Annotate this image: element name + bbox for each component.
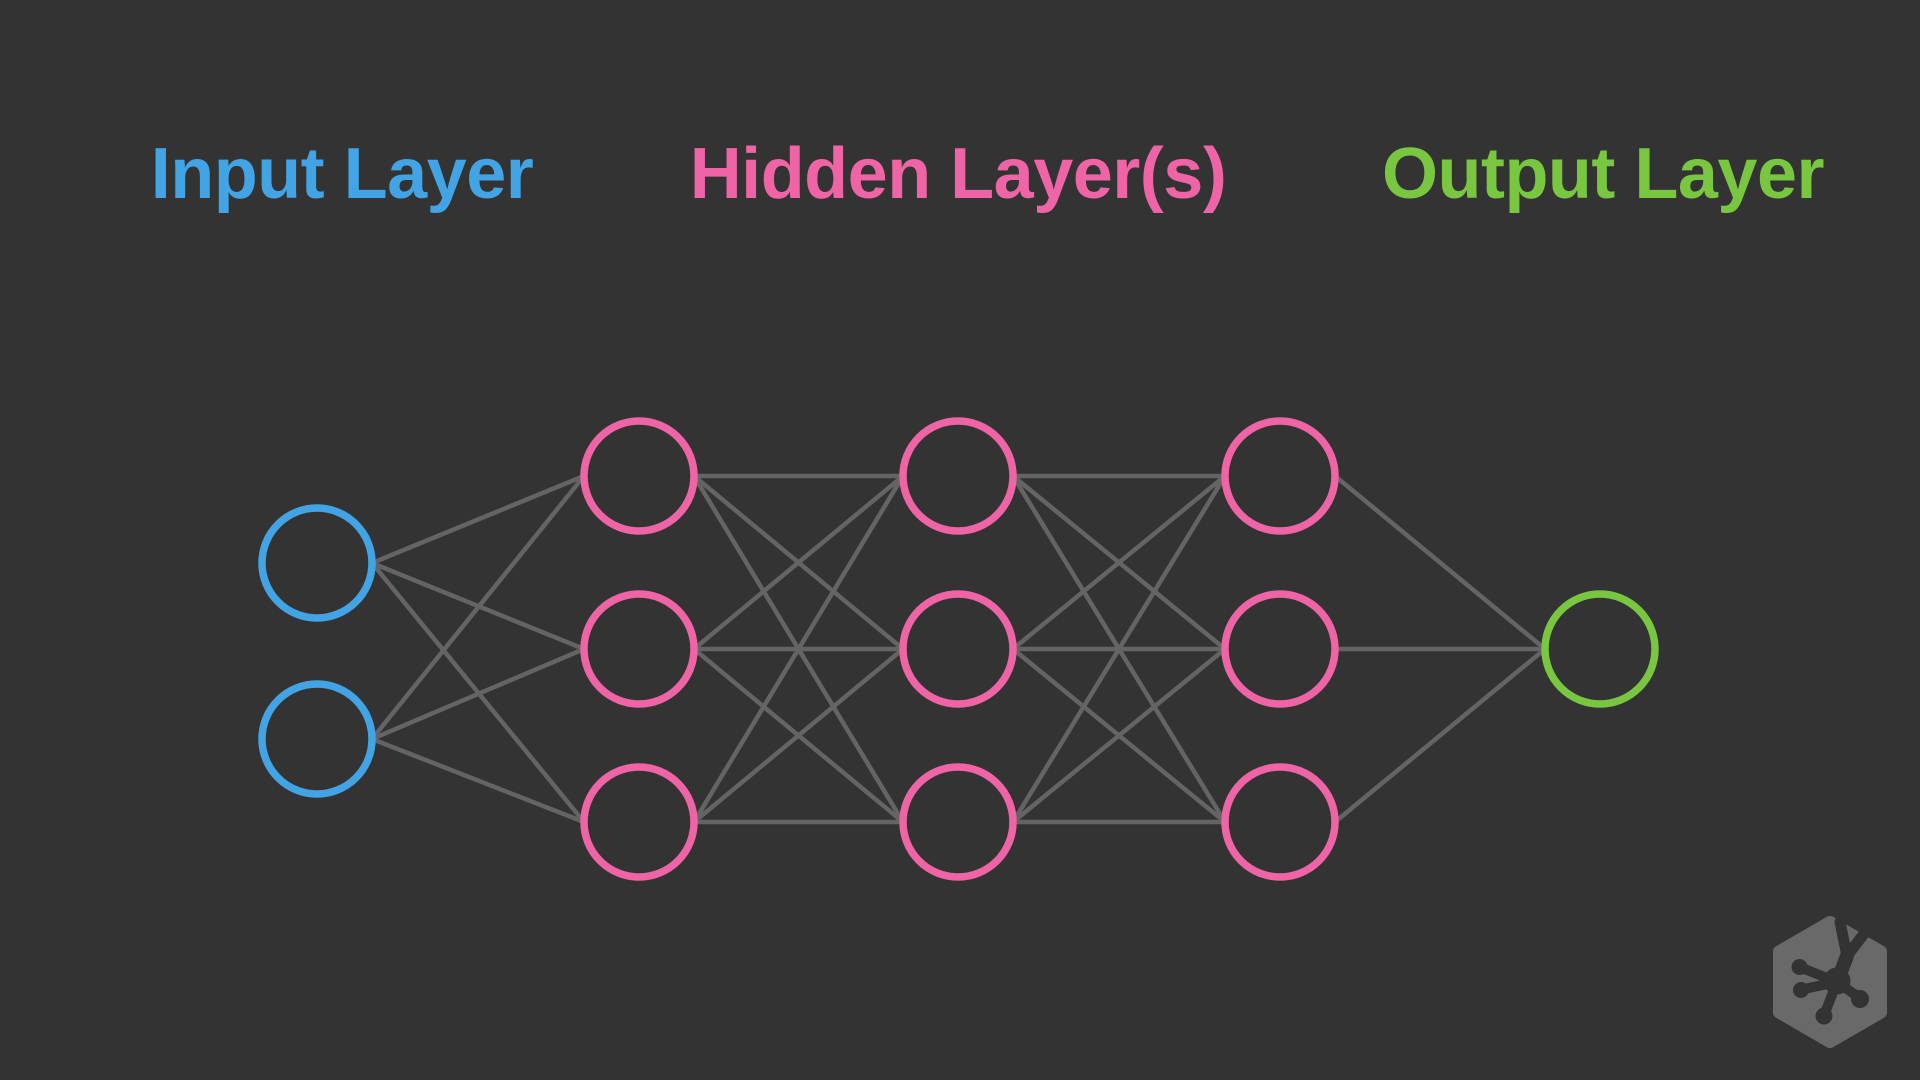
lizard-foot-icon [1791,916,1876,1025]
edge-input-layer-to-hidden-layer-1 [371,736,585,825]
edge-input-layer-to-hidden-layer-1 [370,474,586,741]
input-layer-node-2 [258,680,376,798]
edge-input-layer-to-hidden-layer-1 [371,473,585,566]
hidden-layer-3-node-1 [1221,417,1339,535]
hidden-layer-3-node-2 [1221,590,1339,708]
edge-hidden-layer-1-to-hidden-layer-2 [692,474,905,651]
input-layer-node-1 [258,504,376,622]
edge-hidden-layer-1-to-hidden-layer-2 [692,647,905,824]
output-layer-label: Output Layer [1381,134,1825,214]
hidden-layer-1-node-2 [580,590,698,708]
edge-hidden-layer-3-to-output-layer [1333,474,1547,651]
hidden-layer-2-node-3 [899,763,1017,881]
lizard-foot-hexagon-logo [1773,916,1887,1048]
edge-input-layer-to-hidden-layer-1 [371,646,585,742]
edge-lines [370,473,1547,825]
input-layer-label: Input Layer [150,134,534,214]
edge-hidden-layer-2-to-hidden-layer-3 [1011,474,1227,651]
hidden-layer-2-node-2 [899,590,1017,708]
edge-hidden-layer-2-to-hidden-layer-3 [1011,647,1227,824]
hidden-layer-1-node-3 [580,763,698,881]
edge-hidden-layer-2-to-hidden-layer-3 [1011,474,1227,824]
hidden-layer-label: Hidden Layer(s) [689,134,1227,214]
hidden-layer-1-node-1 [580,417,698,535]
hidden-layer-2-node-1 [899,417,1017,535]
edge-hidden-layer-3-to-output-layer [1333,647,1547,824]
output-layer-node-1 [1541,590,1659,708]
hidden-layer-3-node-3 [1221,763,1339,881]
edge-hidden-layer-1-to-hidden-layer-2 [692,474,905,824]
node-circles [258,417,1659,881]
